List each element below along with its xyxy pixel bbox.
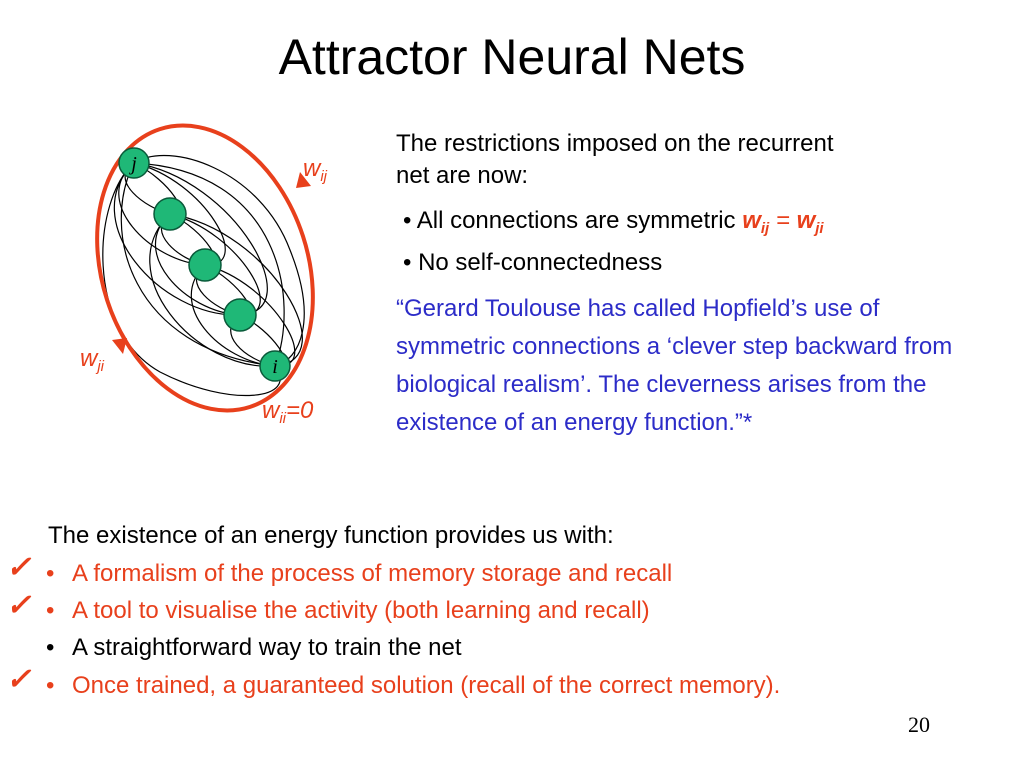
energy-function-intro: The existence of an energy function prov… bbox=[48, 522, 614, 549]
symmetric-loop bbox=[95, 123, 315, 413]
restriction-symmetric: • All connections are symmetric wij = wj… bbox=[403, 207, 824, 237]
nodes bbox=[118, 147, 291, 382]
node-i bbox=[259, 350, 291, 382]
page-number: 20 bbox=[908, 712, 930, 737]
weight-label-wii: wii=0 bbox=[262, 397, 314, 428]
arc-j-i-4 bbox=[133, 162, 285, 367]
arc-j-i bbox=[102, 162, 281, 397]
slide-title: Attractor Neural Nets bbox=[278, 29, 746, 85]
arc-j-i-3 bbox=[120, 162, 276, 367]
restrictions-list: • All connections are symmetric wij = wj… bbox=[403, 204, 824, 280]
check-icon: ✓ bbox=[6, 663, 32, 696]
node-3 bbox=[223, 298, 257, 332]
benefit-item-guaranteed: •Once trained, a guaranteed solution (re… bbox=[46, 672, 781, 699]
node-j bbox=[118, 147, 150, 179]
arrow-wij-icon bbox=[296, 172, 311, 188]
node-2 bbox=[188, 248, 222, 282]
benefit-item-formalism: •A formalism of the process of memory st… bbox=[46, 560, 673, 587]
restriction-no-self: • No self-connectedness bbox=[403, 249, 663, 276]
arrow-wji-icon bbox=[112, 338, 127, 354]
weight-label-wij: wij bbox=[303, 155, 328, 186]
check-icon: ✓ bbox=[6, 589, 32, 622]
benefit-item-train: •A straightforward way to train the net bbox=[46, 634, 462, 661]
restrictions-intro: The restrictions imposed on the recurren… bbox=[396, 130, 834, 189]
node-i-label: i bbox=[272, 356, 278, 378]
toulouse-quote: “Gerard Toulouse has called Hopfield’s u… bbox=[396, 295, 953, 436]
symmetry-equation: wij = wji bbox=[742, 207, 824, 237]
node-1 bbox=[153, 197, 187, 231]
check-icon: ✓ bbox=[6, 551, 32, 584]
weight-label-wji: wji bbox=[80, 345, 105, 376]
benefit-item-visualise: •A tool to visualise the activity (both … bbox=[46, 597, 650, 624]
arc-j-i-2 bbox=[133, 154, 305, 367]
node-j-label: j bbox=[128, 153, 137, 175]
connection-arcs bbox=[102, 154, 305, 397]
arc-n1-i bbox=[149, 213, 303, 367]
